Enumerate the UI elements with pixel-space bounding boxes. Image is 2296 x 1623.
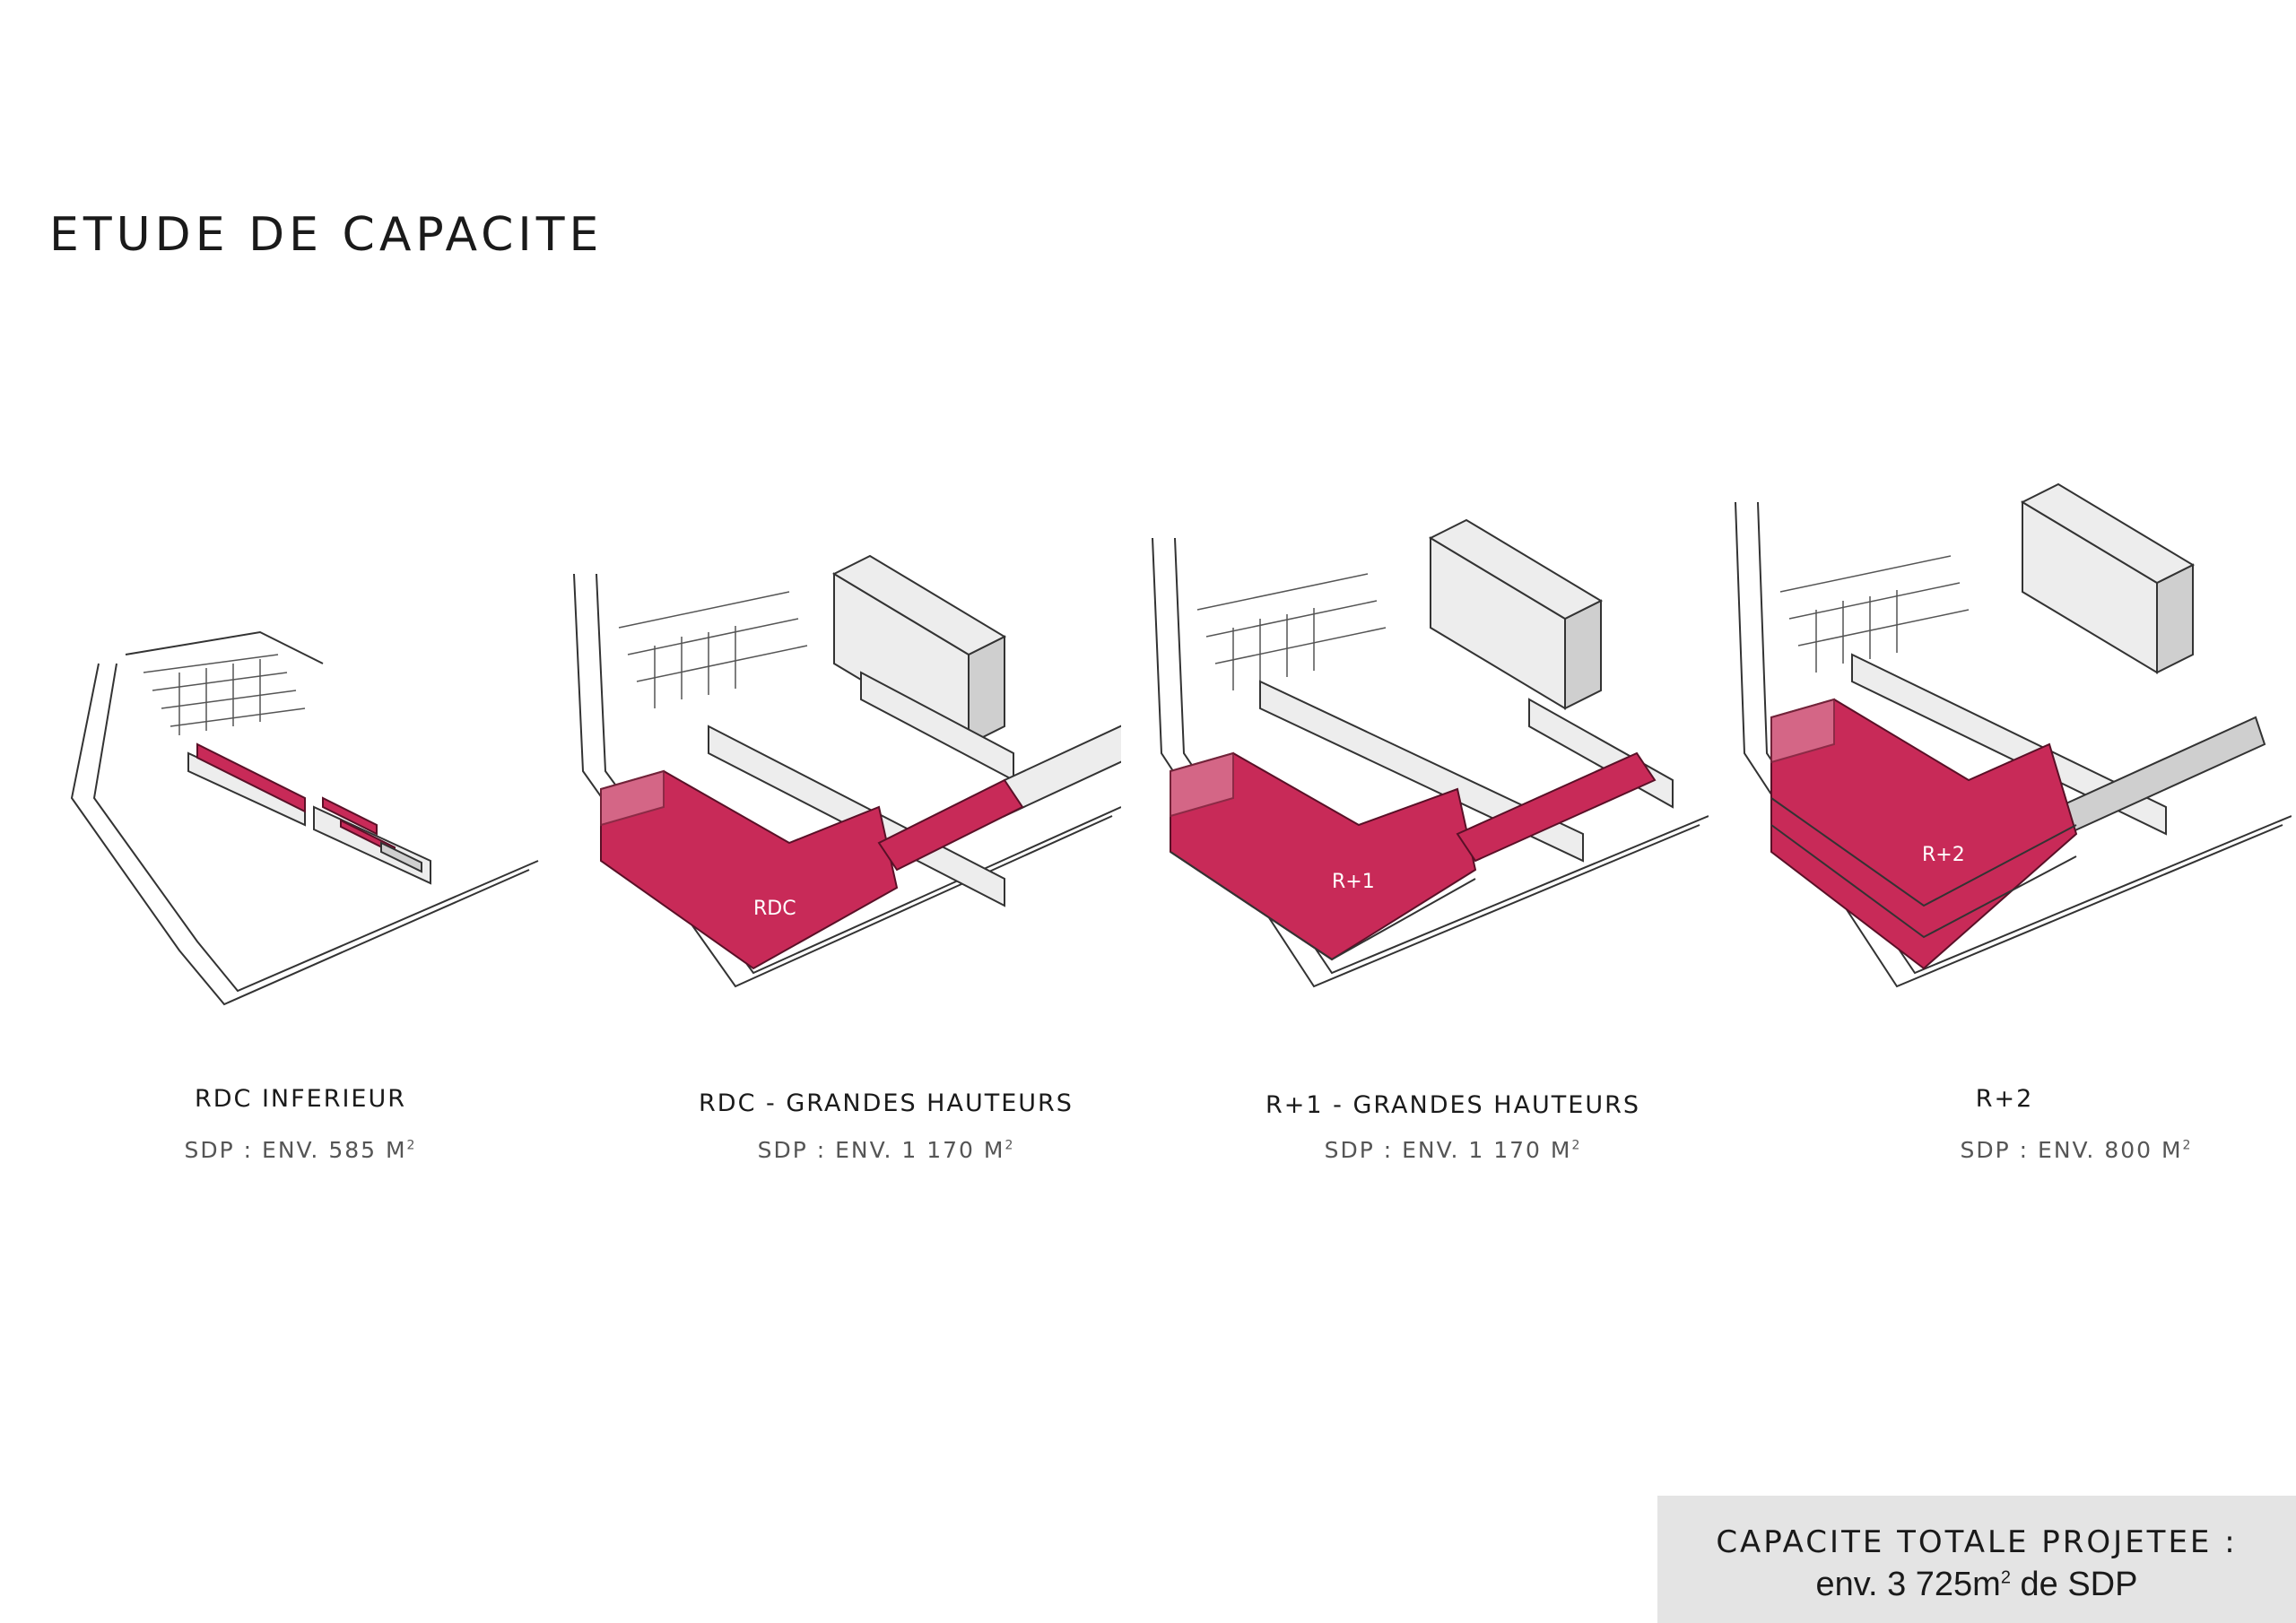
- total-capacity-value: env. 3 725m2 de SDP: [1657, 1566, 2296, 1604]
- panel-sdp-2: SDP : ENV. 1 170 M2: [599, 1137, 1173, 1163]
- panel-sdp-4: SDP : ENV. 800 M2: [1789, 1137, 2296, 1163]
- sdp-text-4: SDP : ENV. 800 M: [1960, 1137, 2183, 1163]
- sdp-sup-2: 2: [1004, 1138, 1015, 1153]
- panel-caption-1: RDC INFERIEUR: [194, 1085, 407, 1113]
- total-value-suffix: de SDP: [2010, 1566, 2138, 1603]
- total-value-sup: 2: [2000, 1567, 2011, 1588]
- panel-r2: R+2: [1718, 448, 2292, 1058]
- block-label-rdc: RDC: [753, 898, 796, 920]
- sdp-text-2: SDP : ENV. 1 170 M: [757, 1137, 1005, 1163]
- total-value-prefix: env. 3 725m: [1815, 1566, 2001, 1603]
- panel-sdp-1: SDP : ENV. 585 M2: [13, 1137, 587, 1163]
- sdp-sup-3: 2: [1571, 1138, 1582, 1153]
- sdp-text-3: SDP : ENV. 1 170 M: [1324, 1137, 1572, 1163]
- sdp-text-1: SDP : ENV. 585 M: [184, 1137, 407, 1163]
- axonometric-drawing-1: [70, 630, 539, 1006]
- block-label-r1: R+1: [1332, 871, 1375, 893]
- page-title: ETUDE DE CAPACITE: [49, 208, 604, 262]
- axonometric-drawing-4: R+2: [1735, 482, 2292, 988]
- panel-r1: R+1: [1135, 484, 1709, 1058]
- axonometric-drawing-2: RDC: [573, 554, 1121, 988]
- panel-rdc: RDC: [556, 520, 1121, 1058]
- panel-caption-3: R+1 - GRANDES HAUTEURS: [1265, 1091, 1641, 1119]
- axonometric-drawing-3: R+1: [1152, 518, 1709, 988]
- panel-caption-4: R+2: [1975, 1085, 2034, 1113]
- block-label-r2: R+2: [1922, 844, 1965, 866]
- sdp-sup-4: 2: [2182, 1138, 2193, 1153]
- panel-caption-2: RDC - GRANDES HAUTEURS: [699, 1089, 1074, 1117]
- panel-sdp-3: SDP : ENV. 1 170 M2: [1166, 1137, 1740, 1163]
- total-capacity-box: CAPACITE TOTALE PROJETEE : env. 3 725m2 …: [1657, 1496, 2296, 1623]
- panel-rdc-inferieur: [54, 592, 556, 1058]
- sdp-sup-1: 2: [406, 1138, 417, 1153]
- total-capacity-title: CAPACITE TOTALE PROJETEE :: [1716, 1524, 2238, 1560]
